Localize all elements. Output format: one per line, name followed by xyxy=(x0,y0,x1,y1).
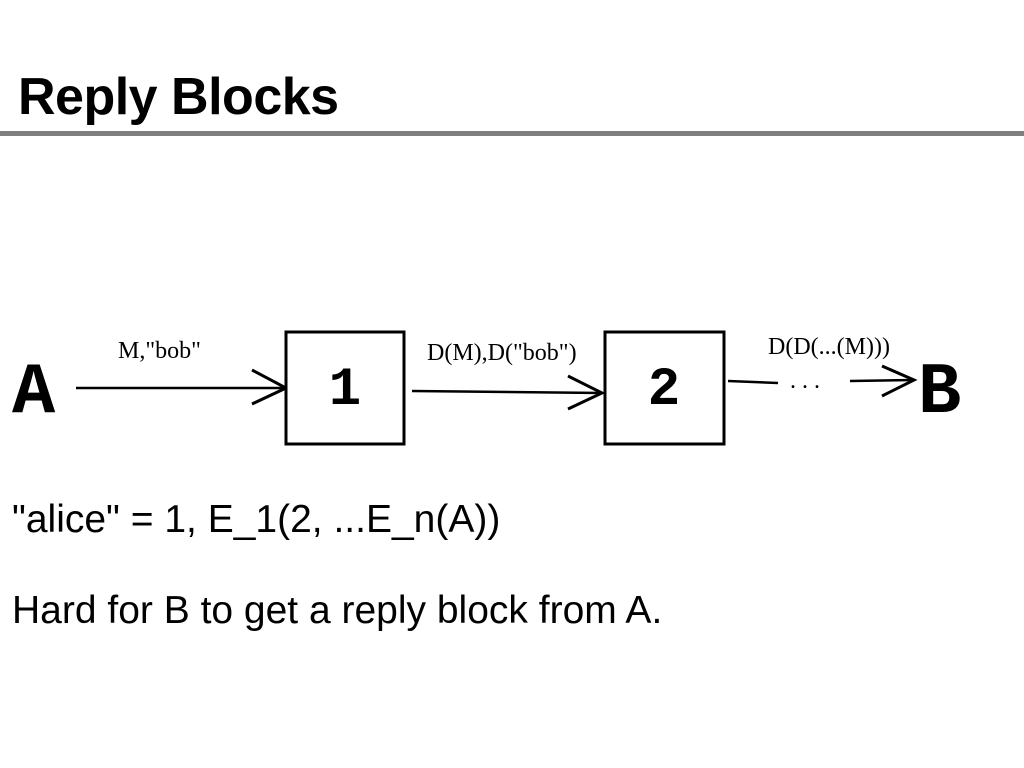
arrowhead-2-to-b xyxy=(881,364,918,398)
ellipsis-label: . . . xyxy=(790,368,820,394)
reply-block-diagram: A M,"bob" 1 D(M),D("bob") 2 D(D(...(M)))… xyxy=(12,330,961,446)
edge-label-2-to-b: D(D(...(M))) xyxy=(768,334,890,360)
reply-block-formula: "alice" = 1, E_1(2, ...E_n(A)) xyxy=(12,498,501,541)
title-divider xyxy=(0,131,1024,136)
hop-box-1-label: 1 xyxy=(329,360,361,421)
slide-title: Reply Blocks xyxy=(18,68,339,126)
arrow-2-to-b-start xyxy=(727,379,779,385)
hop-box-2-label: 2 xyxy=(648,360,680,421)
arrow-2-to-b-end xyxy=(849,378,915,383)
arrow-1-to-2 xyxy=(411,389,603,395)
node-a-label: A xyxy=(12,352,56,434)
node-b-label: B xyxy=(918,352,961,434)
arrowhead-1-to-2 xyxy=(567,374,606,411)
edge-label-a-to-1: M,"bob" xyxy=(118,338,201,364)
edge-label-1-to-2: D(M),D("bob") xyxy=(427,340,577,366)
hop-box-2 xyxy=(603,330,726,446)
reply-block-note: Hard for B to get a reply block from A. xyxy=(12,589,663,632)
hop-box-1 xyxy=(284,330,406,446)
